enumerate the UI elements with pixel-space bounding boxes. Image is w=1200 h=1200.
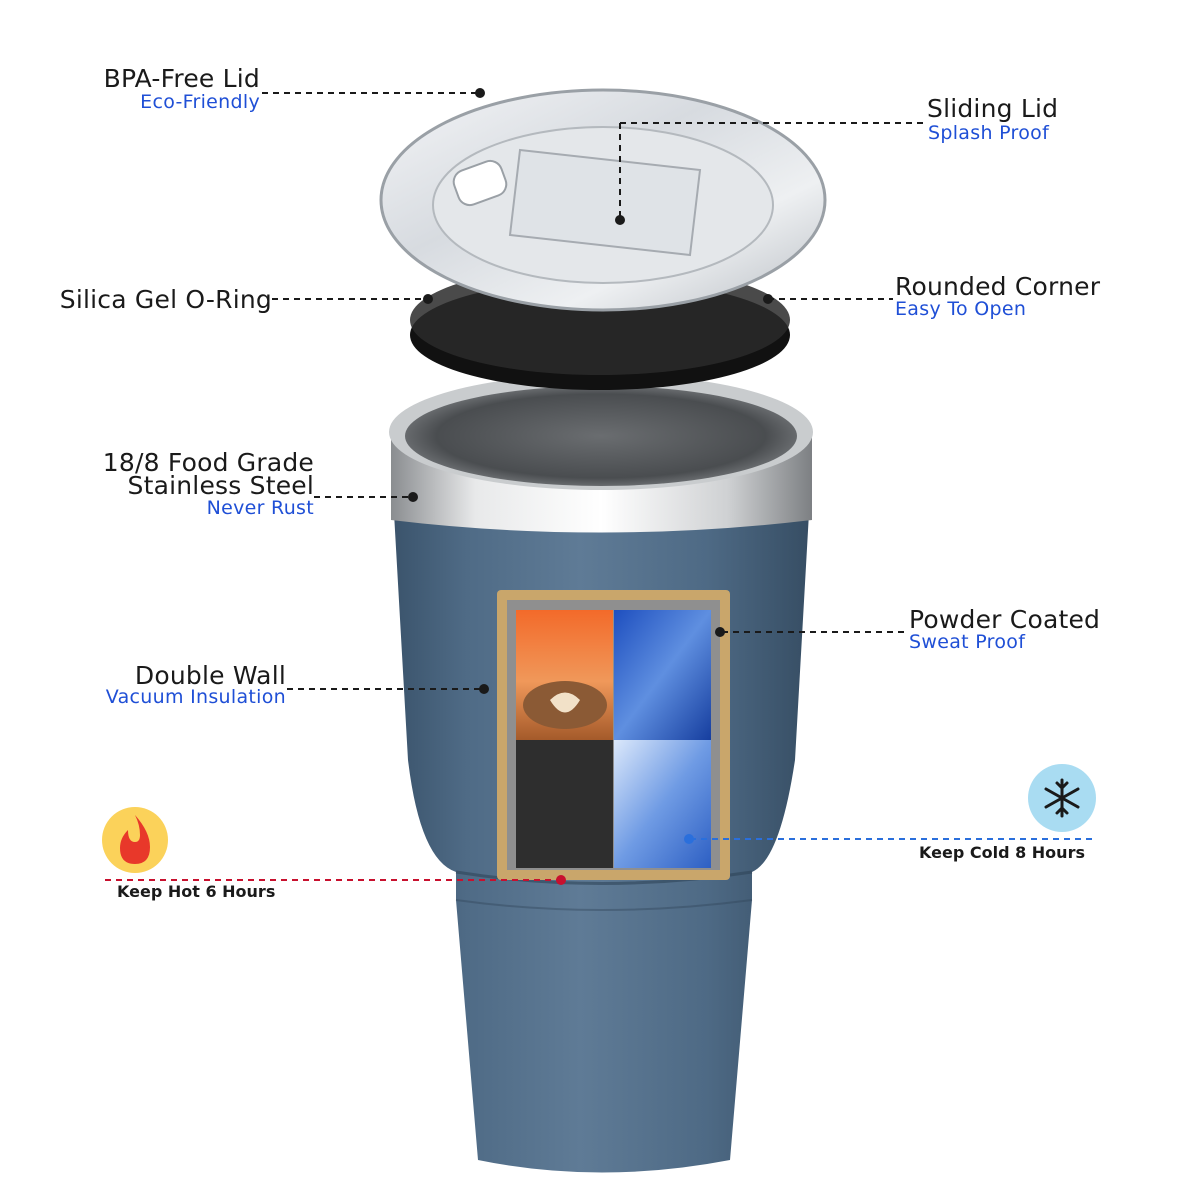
keep-cold-label: Keep Cold 8 Hours	[919, 843, 1085, 862]
keep-hot-label: Keep Hot 6 Hours	[117, 882, 276, 901]
rounded-corner-subtitle: Easy To Open	[895, 298, 1027, 320]
double-wall-title: Double Wall	[134, 661, 286, 690]
bpa-lid-subtitle: Eco-Friendly	[140, 91, 260, 113]
steel-title-line2: Stainless Steel	[127, 471, 314, 500]
snowflake-icon	[1028, 764, 1096, 832]
bpa-lid-title: BPA-Free Lid	[103, 64, 260, 93]
insulation-panel	[497, 590, 730, 880]
steel-title-line1: 18/8 Food Grade	[102, 448, 314, 477]
leader-lines	[262, 92, 925, 690]
sliding-lid-title: Sliding Lid	[927, 94, 1059, 123]
steel-subtitle: Never Rust	[206, 497, 314, 519]
o-ring-title: Silica Gel O-Ring	[59, 285, 272, 314]
flame-icon	[102, 807, 168, 873]
powder-coated-subtitle: Sweat Proof	[909, 631, 1026, 653]
tumbler-lid	[379, 88, 827, 390]
powder-coated-title: Powder Coated	[909, 605, 1101, 634]
sliding-lid-subtitle: Splash Proof	[928, 122, 1050, 144]
rounded-corner-title: Rounded Corner	[895, 272, 1101, 301]
tumbler-opening	[405, 386, 797, 486]
double-wall-subtitle: Vacuum Insulation	[105, 686, 286, 708]
leader-dots	[408, 88, 773, 885]
